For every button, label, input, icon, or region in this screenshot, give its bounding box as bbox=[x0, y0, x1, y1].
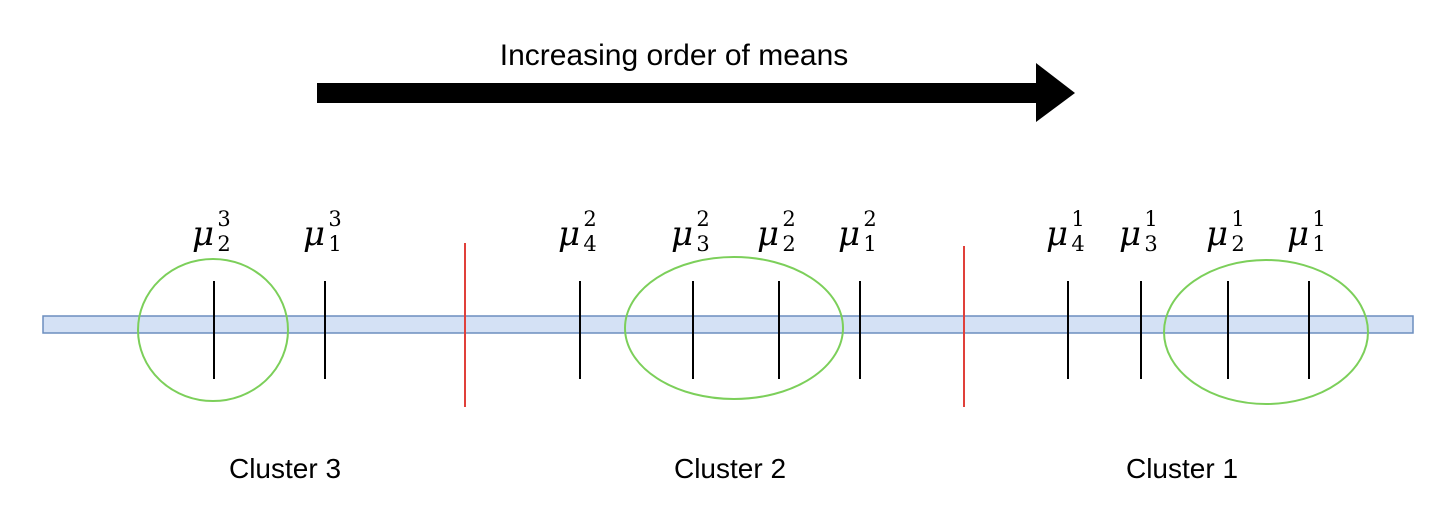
mean-symbol: μ bbox=[671, 214, 693, 254]
mean-superscript: 1 bbox=[1144, 207, 1157, 231]
number-line bbox=[42, 315, 1414, 334]
mean-superscript: 2 bbox=[696, 207, 709, 231]
mean-subscript: 2 bbox=[1231, 232, 1244, 256]
mean-subscript: 4 bbox=[583, 232, 596, 256]
mean-symbol: μ bbox=[1287, 214, 1309, 254]
mean-symbol: μ bbox=[192, 214, 214, 254]
mean-superscript: 3 bbox=[217, 207, 230, 231]
mean-symbol: μ bbox=[303, 214, 325, 254]
mean-symbol: μ bbox=[838, 214, 860, 254]
cluster-1-label: Cluster 1 bbox=[1126, 453, 1238, 484]
mean-symbol: μ bbox=[1119, 214, 1141, 254]
mean-subscript: 3 bbox=[1144, 232, 1157, 256]
mean-symbol: μ bbox=[558, 214, 580, 254]
mean-superscript: 2 bbox=[782, 207, 795, 231]
mean-superscript: 2 bbox=[863, 207, 876, 231]
mean-superscript: 1 bbox=[1231, 207, 1244, 231]
cluster-2-group-ring bbox=[624, 256, 844, 400]
diagram-title: Increasing order of means bbox=[500, 39, 849, 72]
mean-symbol: μ bbox=[1206, 214, 1228, 254]
mean-subscript: 2 bbox=[217, 232, 230, 256]
mean-superscript: 1 bbox=[1312, 207, 1325, 231]
mean-symbol: μ bbox=[757, 214, 779, 254]
cluster-3-label: Cluster 3 bbox=[229, 453, 341, 484]
mean-superscript: 3 bbox=[328, 207, 341, 231]
cluster-1-group-ring bbox=[1163, 259, 1369, 405]
increasing-order-arrow bbox=[317, 63, 1075, 122]
cluster-3-group-ring bbox=[137, 258, 289, 402]
mean-superscript: 2 bbox=[583, 207, 596, 231]
mean-subscript: 2 bbox=[782, 232, 795, 256]
arrow-head bbox=[1036, 63, 1075, 122]
arrow-shaft bbox=[317, 83, 1037, 103]
mean-subscript: 3 bbox=[696, 232, 709, 256]
mean-subscript: 1 bbox=[863, 232, 876, 256]
mean-subscript: 4 bbox=[1071, 232, 1084, 256]
cluster-2-label: Cluster 2 bbox=[674, 453, 786, 484]
mean-symbol: μ bbox=[1046, 214, 1068, 254]
mean-subscript: 1 bbox=[328, 232, 341, 256]
mean-subscript: 1 bbox=[1312, 232, 1325, 256]
mean-superscript: 1 bbox=[1071, 207, 1084, 231]
